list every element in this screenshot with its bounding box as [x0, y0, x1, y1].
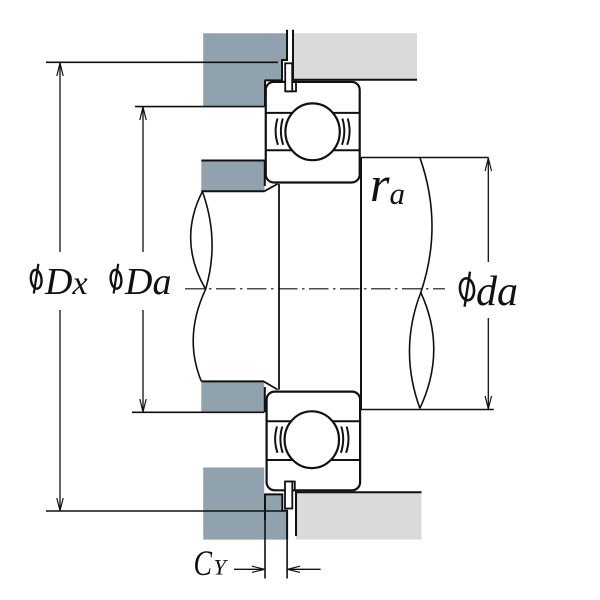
svg-text:da: da — [476, 269, 518, 315]
svg-text:Dx: Dx — [44, 261, 88, 303]
svg-text:Da: Da — [124, 261, 171, 303]
svg-text:C: C — [194, 543, 213, 583]
svg-text:Y: Y — [214, 555, 229, 580]
